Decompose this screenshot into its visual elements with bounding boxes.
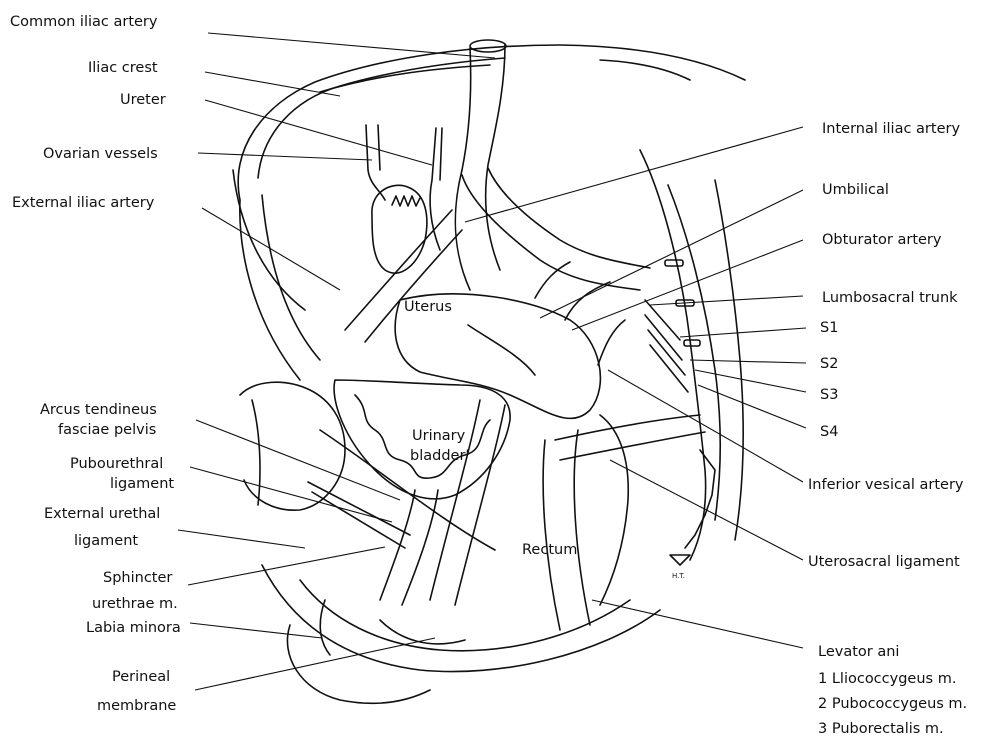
label-urinary-2: bladder' (410, 448, 469, 464)
leader-ovarian (198, 153, 372, 160)
label-internal-iliac-artery: Internal iliac artery (822, 121, 960, 137)
pubic-bone-inner (252, 400, 260, 505)
leader-s2 (690, 360, 806, 363)
label-uterus: Uterus (404, 299, 452, 315)
label-levator-ani: Levator ani (818, 644, 899, 660)
label-s2: S2 (820, 356, 838, 372)
label-umbilical: Umbilical (822, 182, 889, 198)
leader-ureter (205, 100, 432, 165)
label-inferior-vesical-artery: Inferior vesical artery (808, 477, 964, 493)
rectum-2 (574, 430, 590, 625)
label-labia-minora: Labia minora (86, 620, 181, 636)
sacral-vert-3 (684, 340, 700, 346)
leader-pubourethral (190, 467, 392, 522)
label-perineal-2: membrane (97, 698, 176, 714)
signature-mark (670, 555, 690, 565)
leader-labia-minora (190, 623, 322, 638)
external-iliac-vessel-2 (365, 230, 462, 342)
leader-uterosacral (610, 460, 803, 560)
rectum (543, 440, 560, 630)
leader-iliac-crest (205, 72, 340, 96)
label-lumbosacral-trunk: Lumbosacral trunk (822, 290, 958, 306)
label-urinary-1: Urinary (412, 428, 466, 444)
pubourethral-lig (308, 482, 410, 535)
sacrum-outer (640, 150, 706, 560)
leader-sphincter (188, 547, 385, 585)
label-s3: S3 (820, 387, 838, 403)
label-sphincter-2: urethrae m. (92, 596, 178, 612)
labels-left: Common iliac artery Iliac crest Ureter O… (10, 14, 181, 714)
leader-arcus (196, 420, 400, 500)
label-arcus-tendineus-2: fasciae pelvis (58, 422, 156, 438)
label-perineal-1: Perineal (112, 669, 170, 685)
sacral-vert-1 (665, 260, 683, 266)
leader-inferior-vesical (608, 370, 803, 482)
pubic-bone (240, 382, 345, 510)
label-pubourethral-2: ligament (110, 476, 174, 492)
rectum-back (600, 415, 628, 605)
ureter-piece-2 (440, 128, 442, 180)
pelvic-wall-left (240, 200, 300, 380)
label-levator-1: 1 Lliococcygeus m. (818, 671, 956, 687)
label-ovarian-vessels: Ovarian vessels (43, 146, 158, 162)
label-signature: H.T. (672, 572, 685, 580)
uterus-cervix (468, 325, 535, 375)
leader-s3 (695, 370, 806, 392)
label-s1: S1 (820, 320, 838, 336)
label-s4: S4 (820, 424, 838, 440)
label-obturator-artery: Obturator artery (822, 232, 942, 248)
leader-s4 (698, 385, 806, 428)
fimbria (392, 196, 420, 206)
common-iliac-cut (470, 40, 506, 52)
anatomical-drawing (233, 40, 745, 703)
iliac-crest-band (320, 65, 490, 92)
sidewall-muscle-line (233, 170, 305, 310)
ovary-tube (372, 185, 427, 273)
label-arcus-tendineus-1: Arcus tendineus (40, 402, 157, 418)
nerve-fan-1 (645, 300, 680, 340)
nerve-fan-3 (648, 330, 685, 375)
labels-right: Internal iliac artery Umbilical Obturato… (808, 121, 967, 736)
leader-external-iliac (202, 208, 340, 290)
leader-levator-ani (592, 600, 803, 648)
common-iliac-artery-2 (486, 44, 505, 270)
ovarian-vessel (366, 125, 385, 200)
label-sphincter-1: Sphincter (103, 570, 172, 586)
leader-common-iliac (208, 33, 495, 58)
label-ureter: Ureter (120, 92, 166, 108)
uterosacral-2 (560, 432, 705, 460)
label-external-urethal-1: External urethal (44, 506, 160, 522)
label-levator-3: 3 Puborectalis m. (818, 721, 944, 736)
internal-iliac-artery-2 (488, 168, 650, 268)
leader-external-urethal (178, 530, 305, 548)
iliac-wing-outline (238, 45, 745, 200)
label-iliac-crest: Iliac crest (88, 60, 158, 76)
ovarian-vessel-2 (378, 125, 380, 170)
leader-perineal (195, 638, 435, 690)
label-external-iliac-artery: External iliac artery (12, 195, 155, 211)
iliac-wing-right-edge (600, 60, 690, 80)
leader-lines (178, 33, 806, 690)
vesical-branch (598, 320, 625, 365)
nerve-fan-4 (650, 345, 688, 392)
label-external-urethal-2: ligament (74, 533, 138, 549)
common-iliac-artery (455, 48, 470, 290)
label-pubourethral-1: Pubourethral (70, 456, 163, 472)
iliac-wing-inner (258, 58, 505, 178)
pubourethral-lig-2 (312, 492, 405, 548)
label-levator-2: 2 Pubococcygeus m. (818, 696, 967, 712)
label-uterosacral-ligament: Uterosacral ligament (808, 554, 960, 570)
leader-internal-iliac (465, 127, 803, 222)
leader-s1 (680, 328, 806, 337)
label-rectum: Rectum (522, 542, 577, 558)
leader-lumbosacral (650, 296, 803, 305)
label-common-iliac-artery: Common iliac artery (10, 14, 158, 30)
